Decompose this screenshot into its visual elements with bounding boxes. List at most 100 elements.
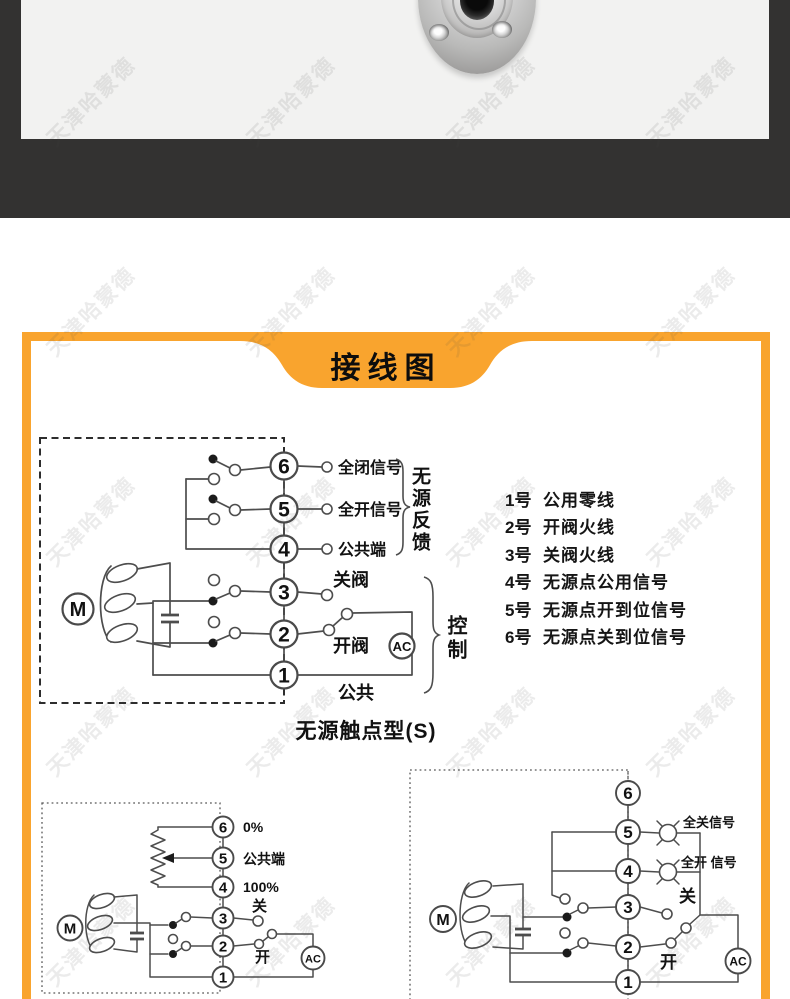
terminal-note-desc: 公用零线 [543,491,615,510]
terminal-note-row: 6号无源点关到位信号 [505,623,687,650]
terminal-note-row: 1号公用零线 [505,486,687,513]
diagram-lamp-signal: 6 5 4 3 2 1 全关信号 [409,769,752,999]
terminal-6-number: 6 [278,456,290,479]
terminal-6-number: 6 [623,784,632,803]
control-switches [559,902,617,958]
control-switches [167,911,214,958]
motor-symbol [429,880,493,949]
bracket-label-control: 控制 [444,615,466,663]
wiring-diagram-panel [22,332,770,999]
lamp-rays [656,820,680,846]
ac-label: AC [305,954,321,966]
label-fully-closed-signal: 全关信号 [682,815,735,830]
motor-label: M [436,912,449,929]
terminal-3-number: 3 [278,582,290,605]
product-photo-flange [396,0,556,84]
terminal-note-number: 3号 [505,545,532,565]
motor-label: M [64,921,77,938]
control-outputs: 关阀 AC 开阀 公共 [296,569,442,703]
banner-ribbon [240,332,532,388]
diagram-passive-contact: 6 5 4 3 2 1 全闭信号 全开信号 公共端 [39,437,442,704]
motor-symbol [61,562,139,644]
terminal-note-number: 2号 [505,518,532,538]
label-close: 关 [252,897,267,915]
terminal-note-number: 6号 [505,627,532,647]
label-0-percent: 0% [243,819,264,835]
terminal-column: 6 5 4 3 2 1 [211,815,235,989]
flange-center-bore [460,0,494,20]
control-bracket [423,576,442,694]
wiper-arrow [162,853,174,863]
terminal-4-number: 4 [623,862,633,881]
motor-label: M [70,599,87,621]
label-open-valve: 开阀 [333,635,369,656]
label-common-terminal: 公共端 [338,540,386,559]
motor-wiring [136,562,272,676]
terminal-column: 6 5 4 3 2 1 [269,451,299,690]
terminal-note-row: 3号关阀火线 [505,541,687,568]
feedback-bracket [395,458,411,556]
feedback-outputs: 全闭信号 全开信号 公共端 [296,458,411,559]
label-common: 公共 [338,683,374,703]
terminal-6-number: 6 [219,820,227,837]
terminal-notes-list: 1号公用零线 2号开阀火线 3号关阀火线 4号无源点公用信号 5号无源点开到位信… [505,486,687,650]
terminal-2-number: 2 [219,939,227,956]
ac-label: AC [729,955,747,969]
terminal-note-row: 4号无源点公用信号 [505,568,687,595]
terminal-1-number: 1 [623,973,632,992]
labels-and-ac: 关 AC 开 [639,886,752,983]
terminal-1-number: 1 [278,665,290,688]
terminal-3-number: 3 [623,898,632,917]
flange-bolt-hole [492,21,512,38]
terminal-note-row: 2号开阀火线 [505,513,687,540]
diagram-caption: 无源触点型(S) [295,720,437,743]
label-fully-closed-signal: 全闭信号 [337,458,402,477]
ac-label: AC [393,639,412,654]
label-open: 开 [255,949,270,966]
terminal-note-row: 5号无源点开到位信号 [505,596,687,623]
lamp-rays [656,859,680,885]
terminal-note-desc: 关阀火线 [543,545,615,565]
terminal-5-number: 5 [278,499,290,522]
terminal-note-number: 1号 [505,491,532,510]
label-open: 开 [660,953,677,972]
product-photo-area [21,0,769,139]
labels-and-ac: 0% 公共端 100% 关 AC 开 [232,819,326,978]
terminal-note-desc: 无源点开到位信号 [543,600,687,620]
label-fully-open-signal: 全开信号 [337,500,402,519]
terminal-5-number: 5 [623,823,632,842]
terminal-note-desc: 无源点公用信号 [543,573,669,593]
potentiometer-symbol [150,826,214,888]
terminal-note-number: 5号 [505,600,532,620]
enclosure-dotted-box [41,802,221,994]
label-close: 关 [679,886,696,906]
label-fully-open-signal: 全开 信号 [680,855,737,870]
actuator-enclosure-dashed-box [39,437,285,704]
terminal-4-number: 4 [219,880,228,897]
terminal-1-number: 1 [219,970,227,987]
feedback-switches [185,454,272,550]
bracket-label-passive-feedback: 无源反馈 [409,466,430,554]
motor-wiring [113,894,214,978]
terminal-4-number: 4 [278,539,290,562]
feedback-loop [551,831,617,905]
terminal-note-desc: 开阀火线 [543,518,615,538]
terminal-note-desc: 无源点关到位信号 [543,627,687,647]
section-title: 接线图 [330,352,442,385]
label-100-percent: 100% [243,879,279,895]
terminal-3-number: 3 [219,911,227,928]
terminal-5-number: 5 [219,851,227,868]
label-common-terminal: 公共端 [243,851,285,867]
terminal-column: 6 5 4 3 2 1 [615,780,641,995]
motor-wiring [490,883,617,983]
label-close-valve: 关阀 [333,569,369,590]
flange-bolt-hole [429,24,449,41]
signal-lamps: 全关信号 全开 信号 [639,815,737,916]
motor-symbol [56,892,116,954]
terminal-2-number: 2 [278,624,290,647]
control-switches [207,573,272,648]
ac-power-symbol [388,632,416,660]
terminal-note-number: 4号 [505,573,532,593]
